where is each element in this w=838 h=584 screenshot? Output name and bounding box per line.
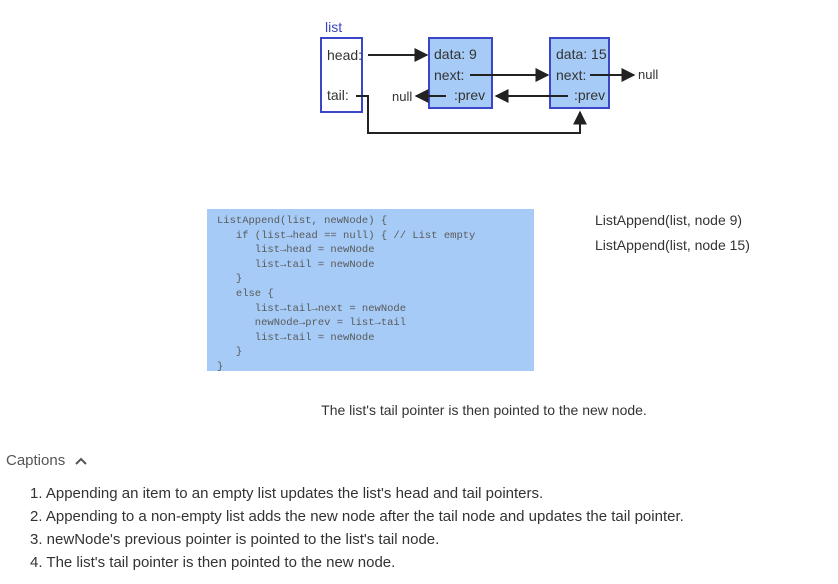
null-right-label: null (638, 67, 658, 82)
call-list: ListAppend(list, node 9) ListAppend(list… (595, 212, 750, 262)
node-15-next: next: (556, 67, 586, 83)
code-line: list→tail = newNode (217, 331, 375, 344)
code-line: if (list→head == null) { // List empty (217, 229, 476, 242)
caption-item: 4. The list's tail pointer is then point… (30, 554, 396, 571)
code-line: list→tail = newNode (217, 258, 375, 271)
call-line: ListAppend(list, node 9) (595, 212, 743, 228)
code-line: } (217, 273, 243, 286)
code-line: newNode→prev = list→tail (217, 317, 407, 330)
tail-pointer-arrow (356, 95, 587, 134)
code-line: else { (217, 287, 274, 300)
list-box (320, 37, 363, 113)
code-line: list→head = newNode (217, 244, 375, 257)
step-caption: The list's tail pointer is then pointed … (321, 402, 647, 418)
code-panel: ListAppend(list, newNode) { if (list→hea… (207, 209, 534, 373)
node-9-prev: :prev (454, 87, 485, 103)
node-15-box (549, 37, 610, 109)
captions-toggle[interactable]: Captions (6, 452, 87, 469)
captions-list: 1. Appending an item to an empty list up… (30, 485, 684, 577)
node-9-data: data: 9 (434, 46, 477, 62)
code-line: ListAppend(list, newNode) { (217, 215, 388, 227)
code-line: list→tail→next = newNode (217, 302, 407, 315)
code-line: } (217, 346, 243, 359)
caption-item: 2. Appending to a non-empty list adds th… (30, 508, 684, 525)
list-head-field: head: (327, 47, 362, 63)
call-line: ListAppend(list, node 15) (595, 237, 750, 253)
chevron-up-icon (75, 457, 87, 465)
captions-toggle-label: Captions (6, 452, 66, 469)
node-15-data: data: 15 (556, 46, 607, 62)
code-line: } (217, 360, 224, 373)
list-label: list (325, 19, 342, 35)
node-9-next: next: (434, 67, 464, 83)
caption-item: 3. newNode's previous pointer is pointed… (30, 531, 440, 548)
linked-list-diagram: list head: tail: data: 9 next: :prev dat… (320, 19, 658, 134)
node-15-prev: :prev (574, 87, 605, 103)
null-left-label: null (392, 89, 412, 104)
list-tail-field: tail: (327, 87, 349, 103)
caption-item: 1. Appending an item to an empty list up… (30, 485, 544, 502)
